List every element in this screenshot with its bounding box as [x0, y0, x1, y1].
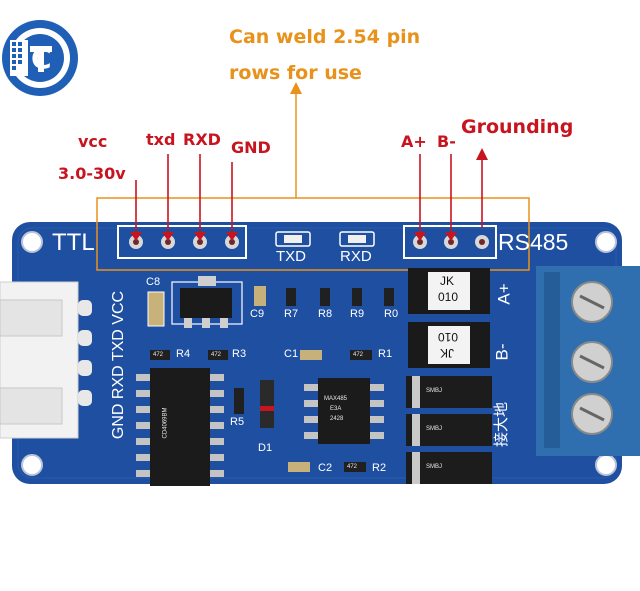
silk-r0: R0 [384, 308, 399, 320]
resistor-r0 [384, 288, 394, 306]
ic-cd4069 [136, 368, 224, 486]
silk-r3: R3 [232, 348, 247, 360]
capacitor-c9 [254, 286, 266, 306]
resistor-r8 [320, 288, 330, 306]
label-grounding: Grounding [461, 116, 574, 138]
silk-txd-led: TXD [276, 248, 306, 265]
silk-c1: C1 [284, 348, 299, 360]
resistor-code-r1: 472 [353, 352, 364, 358]
mount-hole [21, 454, 43, 476]
resistor-code-r2: 472 [347, 464, 358, 470]
resistor-r9 [352, 288, 362, 306]
silk-r7: R7 [284, 308, 299, 320]
mount-hole [595, 454, 617, 476]
arrow-up-icon [290, 82, 302, 94]
label-txd: txd [146, 130, 176, 149]
ttl-pads [129, 235, 239, 249]
ic-left-mark: CD4069BM [162, 407, 169, 439]
silk-connector-label: GND RXD TXD VCC [110, 290, 127, 440]
diode-bot-code: 010 [438, 330, 459, 344]
resistor-code-r3: 472 [211, 352, 222, 358]
diode-top-code: 010 [438, 290, 459, 304]
diode-jk-top [408, 268, 490, 314]
ic-max485 [304, 378, 384, 444]
diode-d1 [260, 380, 274, 428]
silk-rxd-led: RXD [340, 248, 372, 265]
silk-rs485: RS485 [498, 229, 569, 255]
annotation-title-line1: Can weld 2.54 pin [229, 26, 421, 48]
rxd-led [339, 231, 375, 247]
logo-letter: C [31, 42, 52, 75]
tvs-mark-3: SMBJ [426, 464, 443, 470]
silk-r4: R4 [176, 348, 191, 360]
label-rxd: RXD [183, 130, 221, 149]
ic-right-mark2: E3A [330, 406, 342, 412]
ic-right-mark3: 2428 [330, 416, 344, 422]
silk-a-plus: A+ [494, 283, 514, 305]
silk-c9: C9 [250, 308, 265, 320]
brand-logo [2, 20, 78, 96]
resistor-r3 [208, 350, 228, 360]
ttl-header-outline [117, 225, 247, 259]
silk-r1: R1 [378, 348, 393, 360]
resistor-r1 [350, 350, 372, 360]
resistor-r5 [234, 388, 244, 414]
capacitor-c8 [147, 291, 165, 327]
silk-ttl: TTL [52, 229, 95, 256]
voltage-regulator [171, 276, 243, 328]
tvs-diodes [406, 376, 492, 484]
capacitor-c1 [300, 350, 322, 360]
silk-r5: R5 [230, 416, 245, 428]
resistor-r7 [286, 288, 296, 306]
mount-hole [595, 231, 617, 253]
silk-r8: R8 [318, 308, 333, 320]
silk-ground-cn: 接大地 [493, 401, 511, 448]
annotation-frame [96, 197, 530, 271]
label-vcc-range: 3.0-30v [58, 164, 126, 183]
annotation-title-line2: rows for use [229, 62, 362, 84]
resistor-code-r4: 472 [153, 352, 164, 358]
silk-d1: D1 [258, 442, 273, 454]
silk-c2: C2 [318, 462, 333, 474]
label-vcc: vcc [78, 132, 108, 151]
diode-bot-mark: JK [440, 346, 455, 360]
silk-r2: R2 [372, 462, 387, 474]
silk-b-minus: B- [492, 343, 512, 361]
jst-connector [0, 281, 92, 439]
silk-r9: R9 [350, 308, 365, 320]
label-a-plus: A+ [401, 132, 427, 151]
capacitor-c2 [288, 462, 310, 472]
screw-terminal [536, 266, 640, 456]
diode-top-mark: JK [440, 274, 455, 288]
label-b-minus: B- [437, 132, 456, 151]
rs485-pads [413, 235, 489, 249]
ic-right-mark: MAX485 [324, 396, 348, 402]
rs485-header-outline [403, 225, 497, 259]
diode-jk-bottom [408, 322, 490, 368]
tvs-mark-1: SMBJ [426, 388, 443, 394]
tvs-mark-2: SMBJ [426, 426, 443, 432]
mount-hole [21, 231, 43, 253]
silk-c8: C8 [146, 276, 161, 288]
label-gnd: GND [231, 138, 271, 157]
resistor-r2 [344, 462, 366, 472]
resistor-r4 [150, 350, 170, 360]
txd-led [275, 231, 311, 247]
